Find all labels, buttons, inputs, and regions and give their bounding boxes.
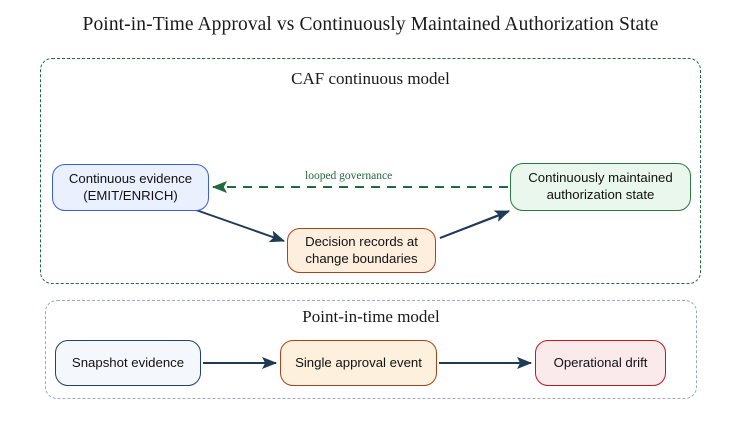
- node-operational-drift[interactable]: Operational drift: [535, 340, 666, 386]
- node-continuous-evidence[interactable]: Continuous evidence (EMIT/ENRICH): [52, 164, 209, 211]
- node-authorization-state[interactable]: Continuously maintained authorization st…: [510, 163, 691, 211]
- node-single-approval-event[interactable]: Single approval event: [280, 340, 437, 386]
- cluster-caf-continuous-model: CAF continuous model: [40, 58, 701, 284]
- cluster-point-in-time-model: Point-in-time model: [45, 300, 697, 399]
- node-decision-records[interactable]: Decision records at change boundaries: [287, 228, 436, 273]
- cluster-caf-label: CAF continuous model: [291, 69, 450, 88]
- cluster-point-in-time-label: Point-in-time model: [302, 307, 440, 326]
- node-snapshot-evidence[interactable]: Snapshot evidence: [55, 340, 201, 386]
- page-title: Point-in-Time Approval vs Continuously M…: [82, 14, 659, 35]
- edge-label-looped-governance: looped governance: [305, 170, 393, 182]
